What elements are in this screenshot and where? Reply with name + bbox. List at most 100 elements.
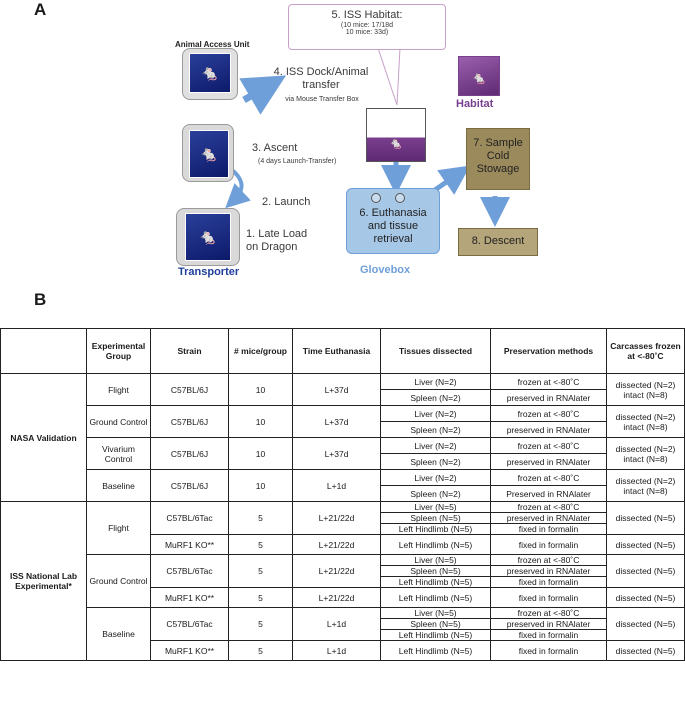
cell-tissue: Spleen (N=2) xyxy=(380,389,491,406)
cell-carcass: dissected (N=5) xyxy=(606,501,685,535)
glovebox-label: Glovebox xyxy=(360,264,411,276)
dock-arrow xyxy=(239,75,287,115)
cell-tissue: Spleen (N=5) xyxy=(380,512,491,524)
cell-tissue: Liver (N=2) xyxy=(380,405,491,422)
header-methods: Preservation methods xyxy=(490,328,607,374)
habitat-callout-title: 5. ISS Habitat: xyxy=(331,9,403,21)
experimental-table: Experimental Group Strain # mice/group T… xyxy=(0,328,685,661)
cell-method: preserved in RNAlater xyxy=(490,421,607,438)
glovebox-port-left xyxy=(371,193,381,203)
cell-n: 5 xyxy=(228,501,293,535)
cell-tissue: Liver (N=5) xyxy=(380,607,491,619)
cell-n: 5 xyxy=(228,607,293,641)
workflow-arrows xyxy=(225,47,510,227)
ascent-transporter-icon: 🐁 xyxy=(182,124,234,182)
cell-method: fixed in formalin xyxy=(490,640,607,661)
cell-strain: C57BL/6Tac xyxy=(150,554,229,588)
transporter-label: Transporter xyxy=(178,266,240,278)
cell-carcass: dissected (N=5) xyxy=(606,534,685,555)
header-group: Experimental Group xyxy=(86,328,151,374)
glovebox: 6. Euthanasia and tissue retrieval xyxy=(346,188,440,254)
cell-n: 5 xyxy=(228,534,293,555)
cell-time: L+37d xyxy=(292,373,381,406)
cell-strain: C57BL/6Tac xyxy=(150,501,229,535)
table-row: Spleen (N=2) preserved in RNAlater xyxy=(1,453,685,470)
cell-method: preserved in RNAlater xyxy=(490,453,607,470)
cell-tissue: Liver (N=2) xyxy=(380,437,491,454)
panel-a-letter: A xyxy=(34,0,47,19)
cell-strain: C57BL/6Tac xyxy=(150,607,229,641)
cell-method: Preserved in RNAlater xyxy=(490,485,607,502)
launch-arrow xyxy=(225,168,251,209)
cell-tissue: Spleen (N=2) xyxy=(380,421,491,438)
cell-method: frozen at <-80˚C xyxy=(490,469,607,486)
cell-tissue: Liver (N=5) xyxy=(380,501,491,513)
cell-group: Ground Control xyxy=(86,554,151,608)
cell-strain: MuRF1 KO** xyxy=(150,534,229,555)
step6-label: 6. Euthanasia and tissue retrieval xyxy=(359,207,427,245)
table-row: Vivarium Control C57BL/6J 10 L+37d Liver… xyxy=(1,437,685,470)
cell-tissue: Left Hindlimb (N=5) xyxy=(380,523,491,535)
iss-national-lab-label: ISS National Lab Experimental* xyxy=(0,501,87,661)
animal-access-unit-label: Animal Access Unit xyxy=(175,40,250,49)
cell-method: frozen at <-80˚C xyxy=(490,405,607,422)
cell-tissue: Left Hindlimb (N=5) xyxy=(380,534,491,555)
cell-time: L+37d xyxy=(292,405,381,438)
table-row: ISS National Lab Experimental* Flight C5… xyxy=(0,501,685,661)
cell-carcass: dissected (N=2) intact (N=8) xyxy=(606,437,685,470)
header-time: Time Euthanasia xyxy=(292,328,381,374)
descent-box: 8. Descent xyxy=(458,228,538,256)
cell-time: L+21/22d xyxy=(292,534,381,555)
cell-method: fixed in formalin xyxy=(490,587,607,608)
cell-tissue: Liver (N=2) xyxy=(380,373,491,390)
cell-strain: C57BL/6J xyxy=(150,437,229,470)
cell-group: Flight xyxy=(86,373,151,406)
cell-time: L+1d xyxy=(292,640,381,661)
cell-time: L+1d xyxy=(292,469,381,502)
step4-sub-label: via Mouse Transfer Box xyxy=(285,96,359,103)
table-header-row: Experimental Group Strain # mice/group T… xyxy=(0,328,685,374)
cell-method: preserved in RNAlater xyxy=(490,512,607,524)
transporter-icon: 🐁 xyxy=(176,208,240,266)
cell-method: fixed in formalin xyxy=(490,534,607,555)
step3-sub-label: (4 days Launch-Transfer) xyxy=(258,158,337,165)
header-strain: Strain xyxy=(150,328,229,374)
cell-n: 10 xyxy=(228,437,293,470)
cell-tissue: Left Hindlimb (N=5) xyxy=(380,640,491,661)
nasa-validation-label: NASA Validation xyxy=(0,373,87,502)
cell-n: 5 xyxy=(228,554,293,588)
table-row: Ground Control C57BL/6Tac 5 L+21/22d Liv… xyxy=(1,554,685,608)
cell-carcass: dissected (N=5) xyxy=(606,607,685,641)
cell-strain: MuRF1 KO** xyxy=(150,587,229,608)
cell-tissue: Left Hindlimb (N=5) xyxy=(380,576,491,588)
cell-group: Flight xyxy=(86,501,151,555)
cell-method: fixed in formalin xyxy=(490,576,607,588)
cell-method: frozen at <-80˚C xyxy=(490,501,607,513)
cell-n: 5 xyxy=(228,587,293,608)
header-blank xyxy=(0,328,87,374)
cell-tissue: Liver (N=2) xyxy=(380,469,491,486)
cell-carcass: dissected (N=5) xyxy=(606,554,685,588)
panel-b-letter: B xyxy=(34,290,47,309)
cell-method: frozen at <-80˚C xyxy=(490,554,607,566)
cell-method: preserved in RNAlater xyxy=(490,565,607,577)
header-mice: # mice/group xyxy=(228,328,293,374)
table-row: MuRF1 KO** 5 L+1d Left Hindlimb (N=5) fi… xyxy=(1,640,685,661)
cell-time: L+1d xyxy=(292,607,381,641)
step1-late-load-label: 1. Late Load on Dragon xyxy=(246,228,308,253)
table-row: Spleen (N=5) preserved in RNAlater xyxy=(1,618,685,630)
cell-carcass: dissected (N=2) intact (N=8) xyxy=(606,373,685,406)
cold-stowage-box: 7. Sample Cold Stowage xyxy=(466,128,530,190)
cell-method: fixed in formalin xyxy=(490,523,607,535)
cell-method: preserved in RNAlater xyxy=(490,618,607,630)
cell-tissue: Spleen (N=5) xyxy=(380,618,491,630)
cell-time: L+21/22d xyxy=(292,501,381,535)
cell-tissue: Spleen (N=2) xyxy=(380,485,491,502)
cell-group: Baseline xyxy=(86,469,151,502)
cell-group: Vivarium Control xyxy=(86,437,151,470)
glovebox-port-right xyxy=(395,193,405,203)
cell-carcass: dissected (N=5) xyxy=(606,587,685,608)
habitat-icon: 🐁 xyxy=(458,56,500,96)
cell-method: fixed in formalin xyxy=(490,629,607,641)
cell-time: L+21/22d xyxy=(292,587,381,608)
